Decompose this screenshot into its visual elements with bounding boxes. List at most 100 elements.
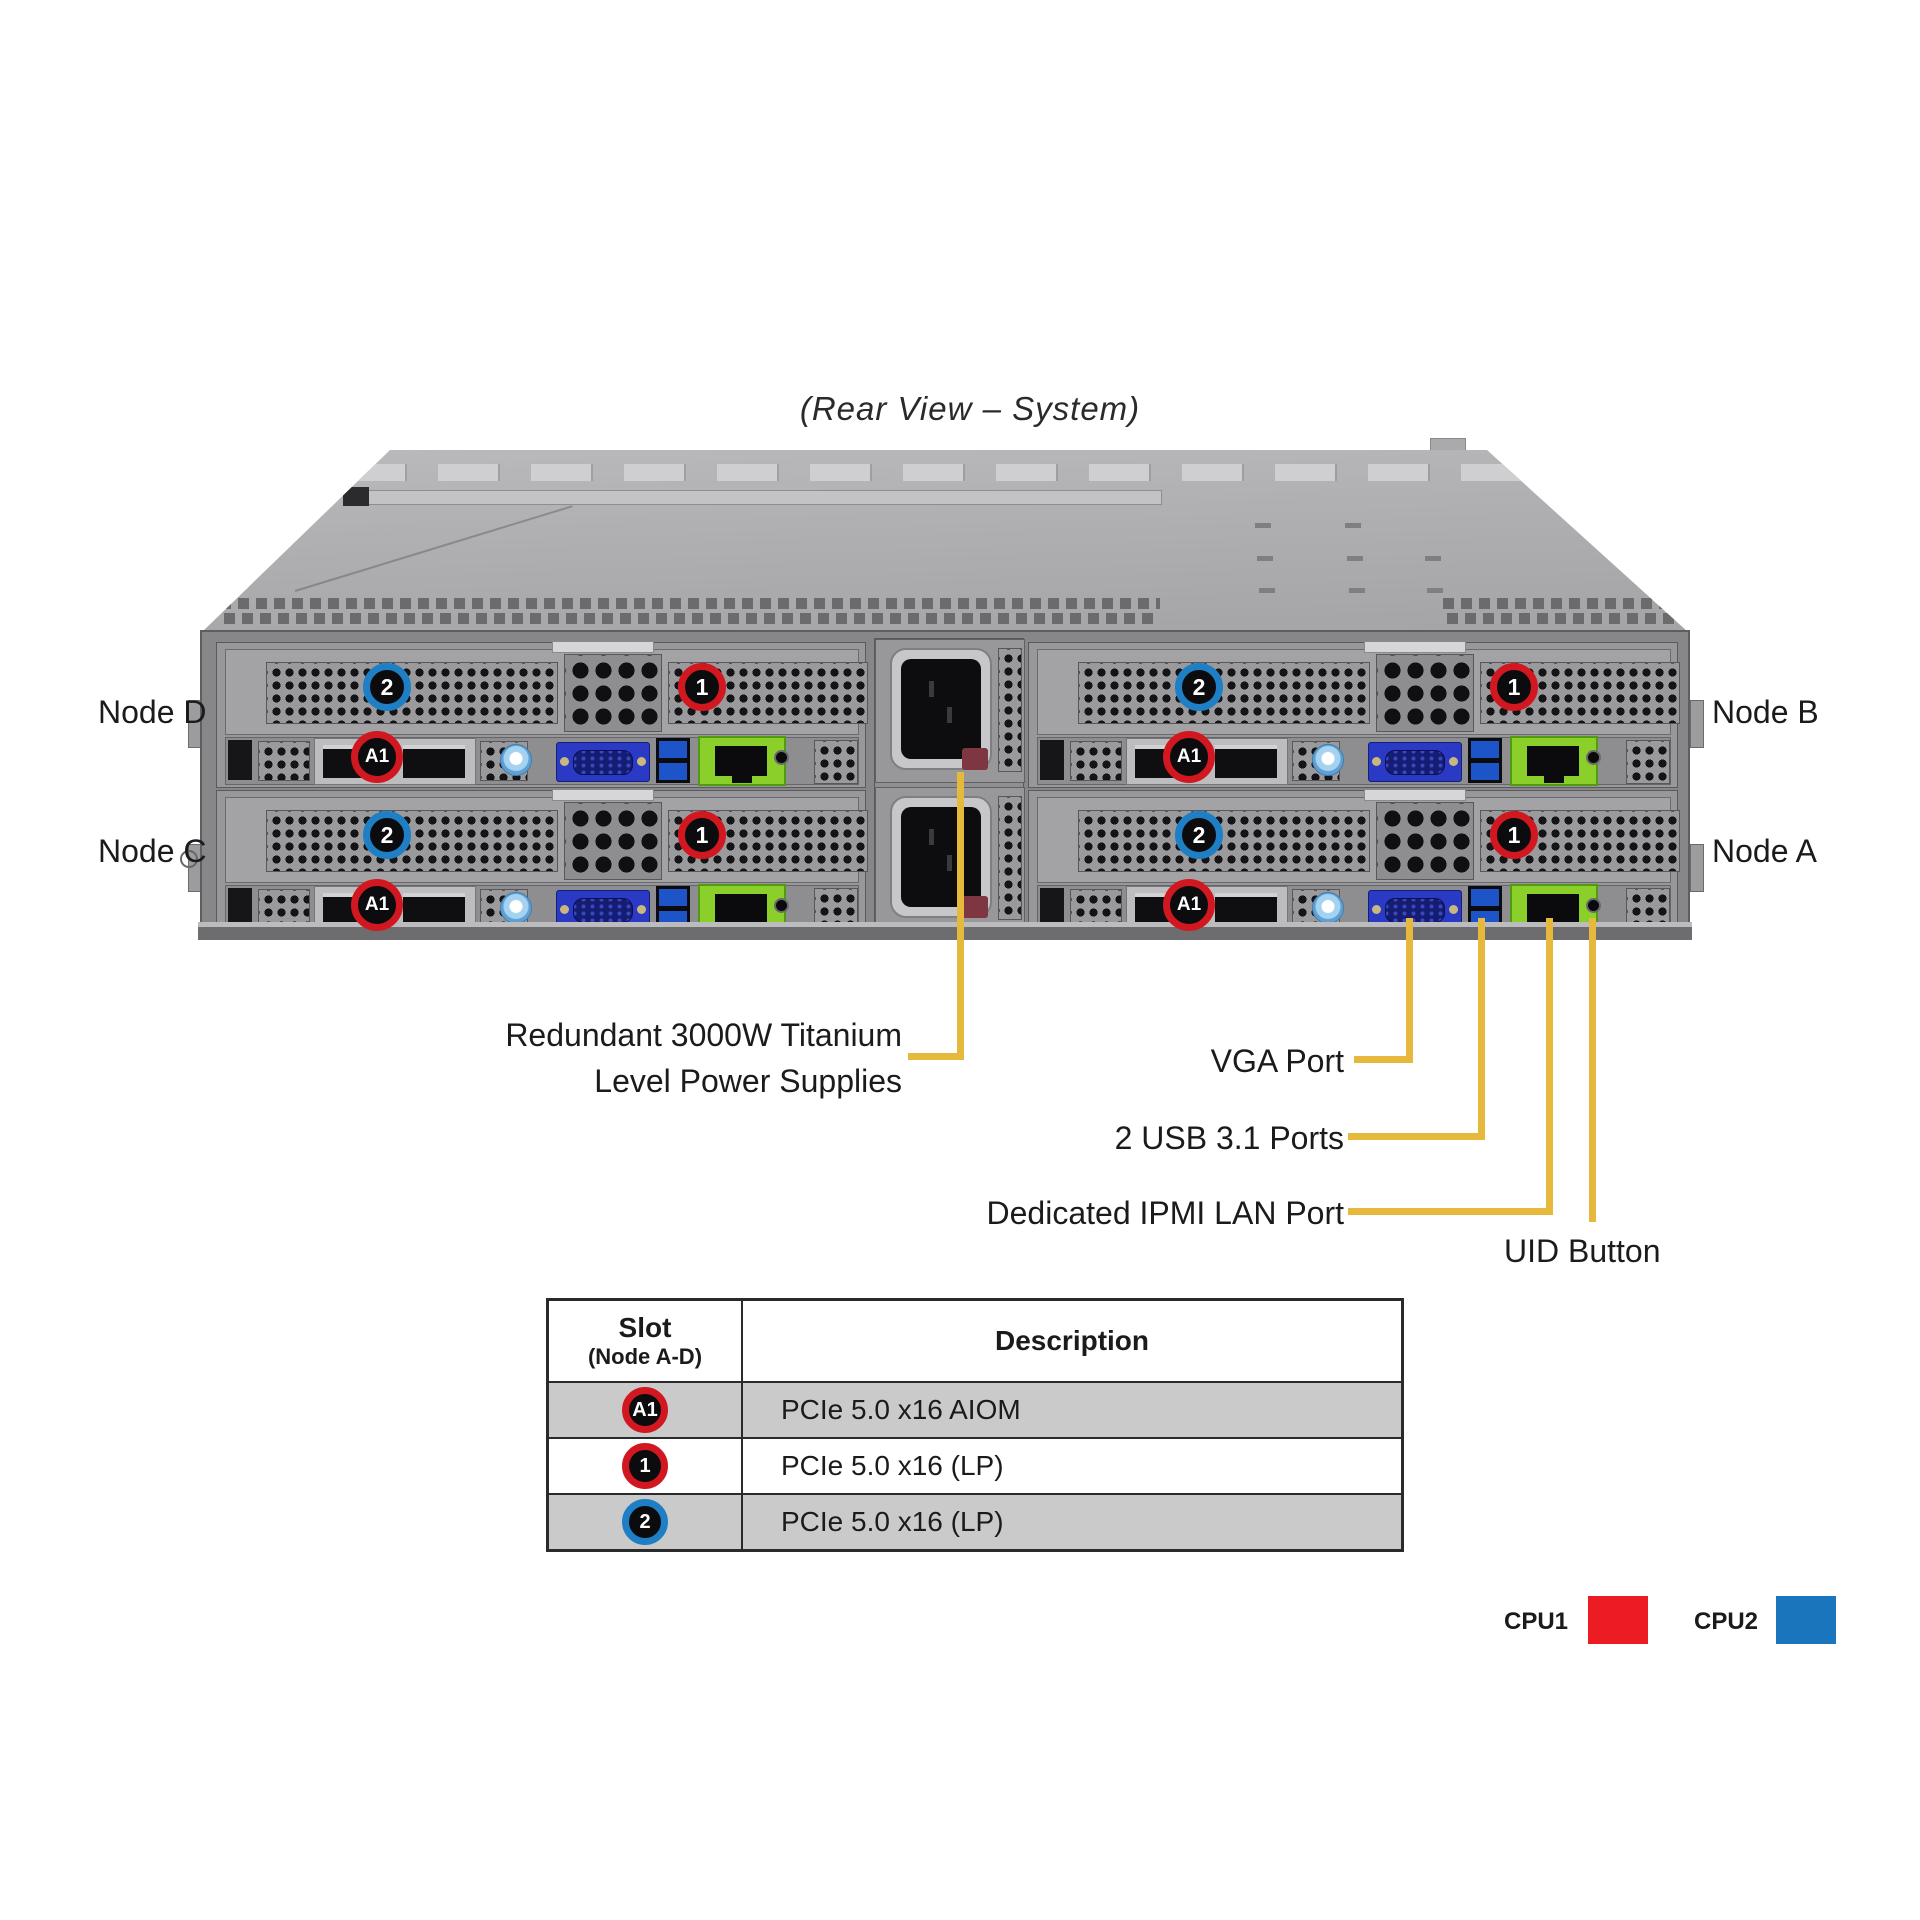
vga-screw <box>560 757 569 766</box>
node-d-label: Node D <box>98 694 207 730</box>
node-c-label: Node C <box>98 833 207 869</box>
io-vent-right <box>814 740 858 784</box>
inlet-pin-slot <box>947 855 952 871</box>
vga-connector <box>1385 750 1445 775</box>
io-port-strip <box>225 736 859 786</box>
usb-port <box>1471 763 1499 780</box>
psu-callout-line2: Level Power Supplies <box>594 1063 902 1099</box>
vga-callout-line <box>1354 1056 1413 1063</box>
io-port-strip <box>1037 736 1671 786</box>
ethernet-port <box>403 893 465 926</box>
slot-1-badge-label: 1 <box>1507 673 1521 700</box>
center-bracket-vent <box>564 654 662 732</box>
ipmi-lan-jack <box>1527 746 1579 776</box>
uid-callout-label: UID Button <box>1504 1233 1661 1269</box>
psu-release-clip <box>962 748 988 770</box>
center-bracket-vent <box>564 802 662 880</box>
table-row-description: PCIe 5.0 x16 (LP) <box>781 1506 1004 1537</box>
table-row: 1 PCIe 5.0 x16 (LP) <box>549 1437 1401 1493</box>
vga-port <box>1368 742 1462 782</box>
uid-button <box>1586 898 1601 913</box>
vga-screw <box>1449 757 1458 766</box>
usb-port <box>659 763 687 780</box>
ipmi-callout-line <box>1348 1208 1553 1215</box>
table-row-description: PCIe 5.0 x16 (LP) <box>781 1450 1004 1481</box>
usb-callout-label: 2 USB 3.1 Ports <box>1114 1120 1344 1156</box>
aiom-slot-badge: A1 <box>1163 731 1215 783</box>
slot-1-badge: 1 <box>678 811 726 859</box>
cpu2-color-swatch <box>1776 1596 1836 1644</box>
vga-screw <box>1449 905 1458 914</box>
slot-1-badge-label: 1 <box>695 821 709 848</box>
slot-2-badge: 2 <box>363 663 411 711</box>
slot-2-badge: 2 <box>1175 811 1223 859</box>
slot-2-badge-label: 2 <box>1192 673 1206 700</box>
chassis-screw-mark <box>1255 523 1271 528</box>
ipmi-lan-port <box>1510 736 1598 786</box>
chassis-rear-vent-strip-right <box>1443 596 1683 626</box>
chassis-screw-mark <box>1425 556 1441 561</box>
psu-power-inlet <box>901 807 981 907</box>
rear-panel: 2 1 A1 2 1 <box>200 630 1690 936</box>
ipmi-lan-jack <box>715 746 767 776</box>
vga-port <box>556 742 650 782</box>
aiom-badge-label: A1 <box>364 894 390 915</box>
chassis-screw-mark <box>1257 556 1273 561</box>
usb-port-stack <box>656 738 690 783</box>
slot-table-header-description: Description <box>994 1325 1150 1356</box>
psu-column <box>874 638 1025 934</box>
badge-label: 2 <box>639 1510 651 1533</box>
vga-connector <box>573 750 633 775</box>
slot-2-badge: 2 <box>622 1499 668 1545</box>
chassis-cover-latch <box>343 487 369 506</box>
slot-header-line1: Slot <box>618 1312 672 1343</box>
chassis-rear-vent-strip-left <box>220 596 1160 626</box>
badge-label: 1 <box>639 1454 651 1477</box>
slot-2-badge-label: 2 <box>380 821 394 848</box>
slot-1-badge-label: 1 <box>1507 821 1521 848</box>
chassis-screw-mark <box>1347 556 1363 561</box>
ipmi-lan-jack <box>715 894 767 924</box>
badge-label: A1 <box>632 1398 658 1421</box>
io-vent-left <box>258 741 310 781</box>
table-row: 2 PCIe 5.0 x16 (LP) <box>549 1493 1401 1549</box>
sfp-cage <box>1040 740 1064 780</box>
vga-callout-line <box>1406 918 1413 1063</box>
node-c-module: 2 1 A1 <box>216 789 868 936</box>
slot-2-badge: 2 <box>363 811 411 859</box>
uid-button <box>774 898 789 913</box>
slot-1-badge-label: 1 <box>695 673 709 700</box>
chassis-screw-mark <box>1427 588 1443 593</box>
inlet-pin-slot <box>929 681 934 697</box>
vga-screw <box>560 905 569 914</box>
chassis-side-latch <box>1690 700 1704 748</box>
center-bracket-vent <box>1376 654 1474 732</box>
inlet-pin-slot <box>929 829 934 845</box>
aiom-badge-label: A1 <box>364 746 390 767</box>
cpu1-legend-label: CPU1 <box>1504 1608 1569 1635</box>
usb-port <box>659 741 687 758</box>
ipmi-callout-line <box>1546 918 1553 1215</box>
table-row: A1 PCIe 5.0 x16 AIOM <box>549 1381 1401 1437</box>
slot-1-badge: 1 <box>1490 663 1538 711</box>
node-a-module: 2 1 A1 <box>1028 789 1680 936</box>
vga-screw <box>1372 905 1381 914</box>
pcie-slot-2-vent <box>1078 810 1370 872</box>
retention-hinge <box>1364 789 1466 801</box>
chassis-bottom-edge-highlight <box>198 922 1692 927</box>
psu-bay-bottom <box>875 787 1025 931</box>
pcie-slot-strip <box>225 649 868 735</box>
io-vent-right <box>1626 740 1670 784</box>
power-button <box>1312 744 1344 776</box>
chassis-top-crease <box>294 505 573 592</box>
slot-2-badge-label: 2 <box>380 673 394 700</box>
aiom-slot-badge: A1 <box>622 1387 668 1433</box>
psu-bay-top <box>875 639 1025 783</box>
ipmi-lan-clip <box>732 774 752 783</box>
slot-header-line2: (Node A-D) <box>587 1344 703 1369</box>
psu-callout-line <box>908 1053 964 1060</box>
aiom-slot-badge: A1 <box>1163 879 1215 931</box>
uid-button <box>774 750 789 765</box>
slot-2-badge-label: 2 <box>1192 821 1206 848</box>
